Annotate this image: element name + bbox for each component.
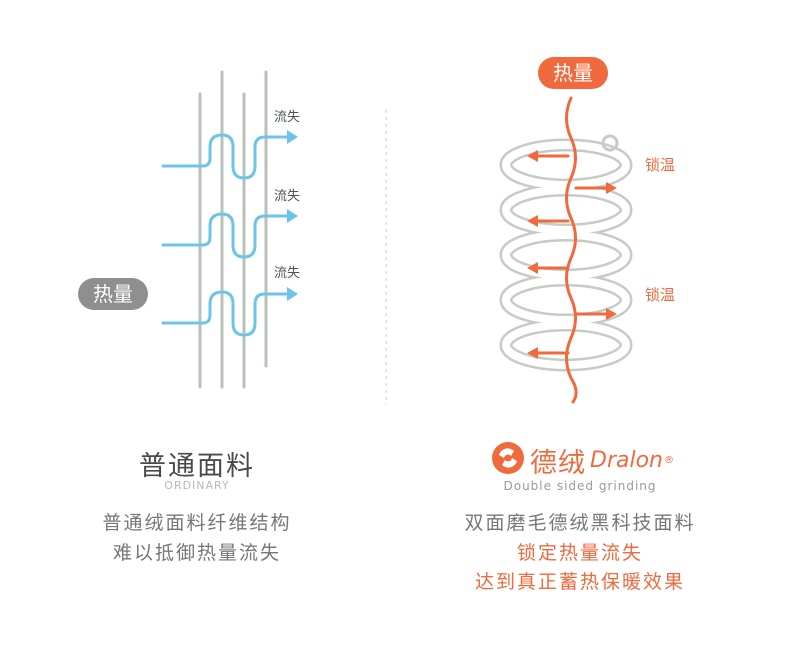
- arrow-right-icon: [606, 308, 617, 320]
- dralon-desc-line3: 达到真正蓄热保暖效果: [474, 571, 686, 593]
- brand-name-cn: 德绒: [530, 447, 586, 479]
- arrow-right-icon: [287, 287, 298, 301]
- ordinary-title: 普通面料: [139, 451, 255, 482]
- heat-flow-arrowheads: [287, 130, 298, 301]
- dralon-subtitle: Double sided grinding: [503, 479, 657, 493]
- ordinary-desc-line1: 普通绒面料纤维结构: [102, 512, 292, 534]
- heat-flow-wave: [161, 290, 290, 337]
- heat-core-wave: [565, 96, 578, 404]
- loss-label-3: 流失: [274, 266, 301, 281]
- spiral-coil-inner: [502, 141, 630, 189]
- ordinary-desc-line2: 难以抵御热量流失: [112, 542, 282, 564]
- heat-retain-arrows: [534, 154, 610, 355]
- dralon-spiral-inner: [502, 141, 630, 369]
- arrow-left-icon: [527, 347, 538, 359]
- arrow-right-icon: [287, 209, 298, 223]
- heat-retain-arrowheads: [527, 150, 617, 359]
- heat-flow-wave: [161, 133, 290, 180]
- loss-label-1: 流失: [274, 110, 301, 125]
- arrow-left-icon: [527, 150, 538, 162]
- lock-label-1: 锁温: [645, 156, 676, 174]
- arrow-right-icon: [287, 130, 298, 144]
- heat-flow-wave: [161, 212, 290, 259]
- dralon-desc-line1: 双面磨毛德绒黑科技面料: [464, 512, 696, 534]
- heat-loss-flows: [161, 133, 290, 337]
- arrow-left-icon: [527, 215, 538, 227]
- arrow-right-icon: [606, 182, 617, 194]
- brand-registered-mark: ®: [663, 454, 674, 466]
- loss-label-2: 流失: [274, 189, 301, 204]
- ordinary-fibers: [198, 70, 268, 389]
- brand-name-en: Dralon: [590, 447, 663, 473]
- heat-badge-left: 热量: [78, 278, 148, 310]
- ordinary-subtitle: ORDINARY: [164, 479, 230, 492]
- heat-badge-right: 热量: [538, 57, 608, 89]
- spiral-tail: [601, 134, 619, 152]
- dralon-brand: 德绒 Dralon ®: [530, 440, 674, 480]
- arrow-left-icon: [527, 262, 538, 274]
- lock-label-2: 锁温: [645, 286, 676, 304]
- dralon-desc-line2: 锁定热量流失: [516, 542, 644, 564]
- dralon-logo-icon: [492, 442, 524, 474]
